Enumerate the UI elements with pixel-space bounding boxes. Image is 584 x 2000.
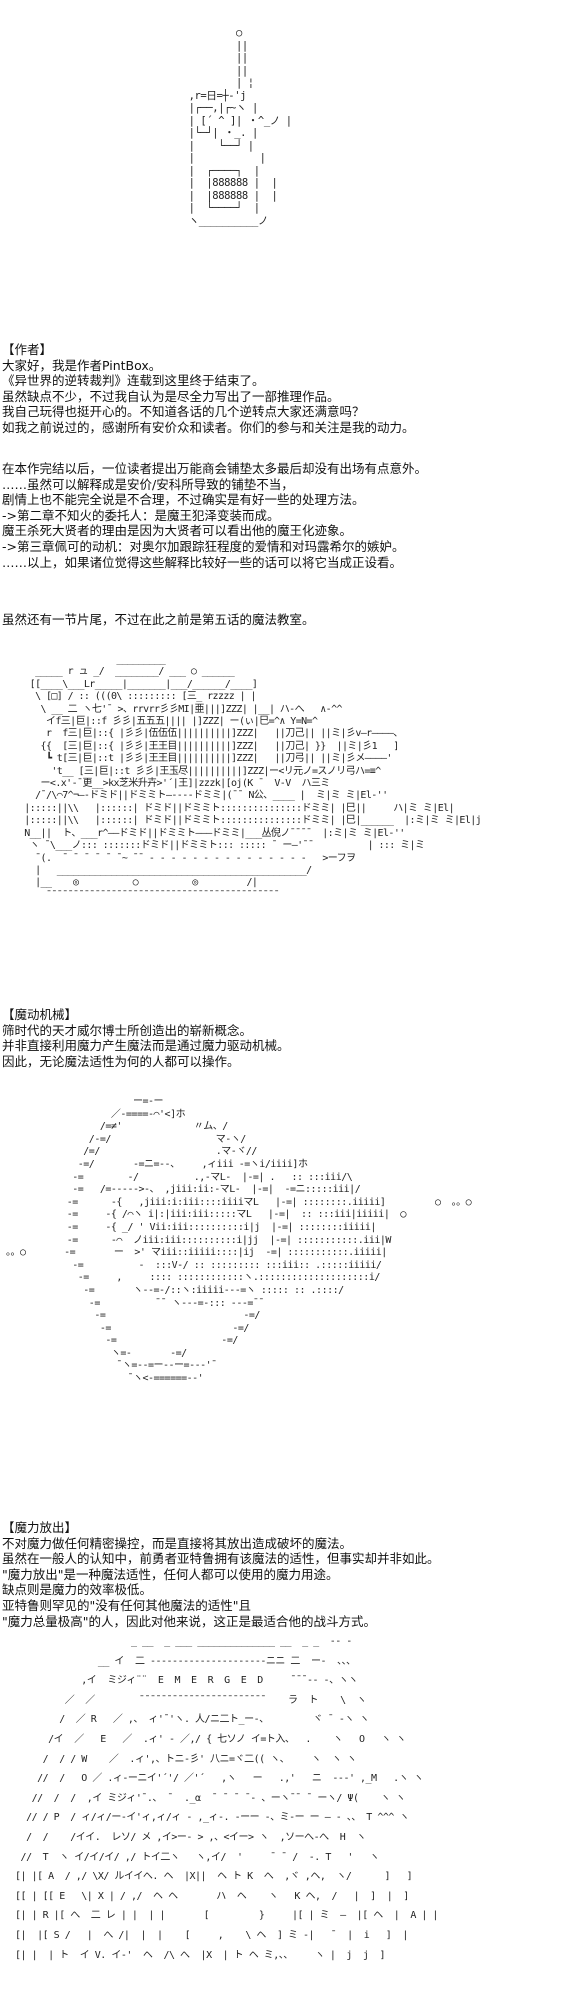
phone-ascii-art: ○ || || || | ¦ ,r=日=┼‐'j |┌──,|┌~ヽ | | [… xyxy=(188,27,293,227)
magic-machine-line: 筛时代的天才威尔博士所创造出的崭新概念。 xyxy=(2,1022,253,1038)
author-heading: 【作者】 xyxy=(2,342,53,357)
magic-release-line: 虽然在一般人的认知中，前勇者亚特鲁拥有该魔法的适性，但事实却并非如此。 xyxy=(2,1551,440,1567)
intro-text: 虽然还有一节片尾，不过在此之前是第五话的魔法教室。 xyxy=(2,612,315,627)
magic-release-line: 不对魔力做任何精密操控，而是直接将其放出造成破坏的魔法。 xyxy=(2,1535,353,1551)
machine-ascii-art: _________ _____ r ュ _/ ________/ ___ ○ _… xyxy=(24,654,482,901)
orb-ascii-art: ー=‐ー ／-====-⌒'<]ホ /=≠' 〃ム、/ /-=/ マ-ヽ/ /=… xyxy=(6,1096,472,1385)
author-line: 大家好，我是作者PintBox。 xyxy=(2,357,162,373)
magic-machine-line: 因此，无论魔法适性为何的人都可以操作。 xyxy=(2,1053,240,1069)
author-line: 虽然缺点不少，不过我自认为是尽全力写出了一部推理作品。 xyxy=(2,388,340,404)
magic-release-line: 缺点则是魔力的效率极低。 xyxy=(2,1582,153,1598)
note-line: ->第二章不知火的委托人：是魔王犯泽变装而成。 xyxy=(2,507,280,523)
emerged-ascii-art: _ __ _ ___ ______________ __ _ _ ‐‐ ‐ __… xyxy=(15,1636,438,1961)
author-line: 如我之前说过的，感谢所有安价众和读者。你们的参与和关注是我的动力。 xyxy=(2,419,415,435)
magic-release-heading: 【魔力放出】 xyxy=(2,1520,78,1535)
magic-machine-line: 并非直接利用魔力产生魔法而是通过魔力驱动机械。 xyxy=(2,1038,290,1054)
magic-release-line: 亚特鲁则罕见的"没有任何其他魔法的适性"且 xyxy=(2,1597,251,1613)
note-line: ……虽然可以解释成是安价/安科所导致的铺垫不当， xyxy=(2,476,294,492)
author-line: 《异世界的逆转裁判》连载到这里终于结束了。 xyxy=(2,373,265,389)
magic-machine-section: 【魔动机械】 筛时代的天才威尔博士所创造出的崭新概念。 并非直接利用魔力产生魔法… xyxy=(2,1007,582,1069)
note-line: ->第三章佩可的动机：对奥尔加跟踪狂程度的爱情和对玛露希尔的嫉妒。 xyxy=(2,538,405,554)
intro-line: 虽然还有一节片尾，不过在此之前是第五话的魔法教室。 xyxy=(2,612,582,628)
author-section: 【作者】 大家好，我是作者PintBox。 《异世界的逆转裁判》连载到这里终于结… xyxy=(2,342,582,436)
notes-section: 在本作完结以后，一位读者提出万能商会铺垫太多最后却没有出场有点意外。 ……虽然可… xyxy=(2,461,582,570)
note-line: 魔王杀死大贤者的理由是因为大贤者可以看出他的魔王化迹象。 xyxy=(2,523,353,539)
note-line: 剧情上也不能完全说是不合理，不过确实是有好一些的处理方法。 xyxy=(2,492,365,508)
magic-release-line: "魔力总量极高"的人，因此对他来说，这正是最适合他的战斗方式。 xyxy=(2,1613,377,1629)
author-line: 我自己玩得也挺开心的。不知道各话的几个逆转点大家还满意吗？ xyxy=(2,404,365,420)
magic-machine-heading: 【魔动机械】 xyxy=(2,1007,78,1022)
note-line: 在本作完结以后，一位读者提出万能商会铺垫太多最后却没有出场有点意外。 xyxy=(2,461,428,476)
note-line: ……以上，如果诸位觉得这些解释比较好一些的话可以将它当成正设看。 xyxy=(2,554,403,570)
magic-release-section: 【魔力放出】 不对魔力做任何精密操控，而是直接将其放出造成破坏的魔法。 虽然在一… xyxy=(2,1520,582,1629)
magic-release-line: "魔力放出"是一种魔法适性，任何人都可以使用的魔力用途。 xyxy=(2,1566,339,1582)
